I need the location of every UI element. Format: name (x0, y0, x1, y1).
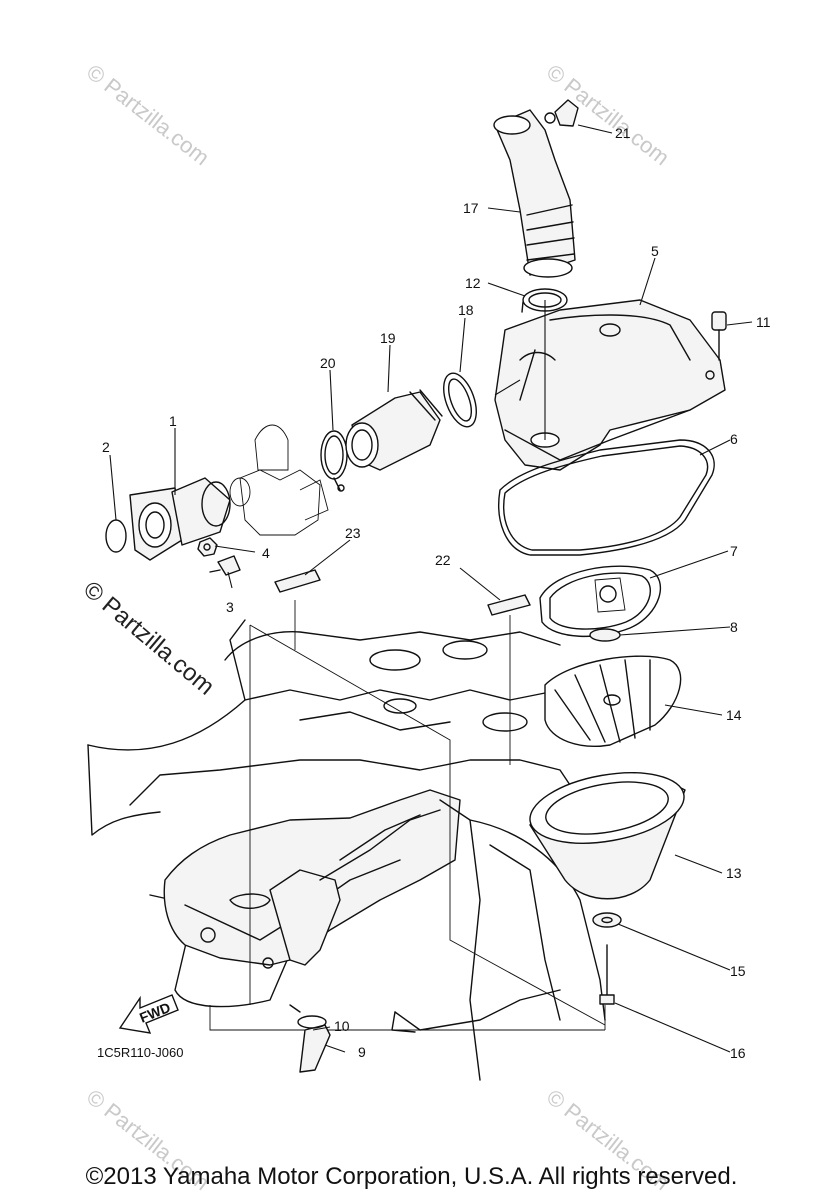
callout-15: 15 (730, 963, 746, 979)
carburetor (229, 424, 329, 536)
reference-lines (209, 600, 606, 1031)
callout-7: 7 (730, 543, 738, 559)
callout-14: 14 (726, 707, 742, 723)
callout-16: 16 (730, 1045, 746, 1061)
cap-21 (544, 99, 579, 127)
o-ring (105, 519, 127, 553)
label-22 (487, 594, 531, 616)
callout-4: 4 (262, 545, 270, 561)
intake-joint (129, 477, 231, 561)
callout-20: 20 (320, 355, 336, 371)
callout-10: 10 (334, 1018, 350, 1034)
watermark-center: © Partzilla.com (78, 576, 219, 701)
bolt-16 (599, 944, 615, 1005)
fwd-arrow: FWD (118, 994, 179, 1034)
clip-10 (289, 1004, 327, 1029)
drain-plug (299, 1024, 331, 1073)
intake-duct (493, 109, 576, 278)
callout-19: 19 (380, 330, 396, 346)
air-cleaner-joint (345, 389, 443, 471)
callout-1: 1 (169, 413, 177, 429)
watermark-top-left: © Partzilla.com (82, 59, 214, 170)
clamp-20 (320, 430, 348, 492)
diagram-code: 1C5R110-J060 (97, 1045, 183, 1060)
callout-22: 22 (435, 552, 451, 568)
bolt (209, 555, 241, 576)
gasket (498, 439, 715, 556)
callout-18: 18 (458, 302, 474, 318)
callout-3: 3 (226, 599, 234, 615)
callout-21: 21 (615, 125, 631, 141)
callout-numbers: 1 2 3 4 5 6 7 8 9 10 11 12 13 14 15 16 1… (102, 125, 771, 1061)
filter-cup (529, 772, 686, 900)
leader-lines (109, 124, 753, 1053)
fwd-label: FWD (137, 999, 173, 1026)
callout-5: 5 (651, 243, 659, 259)
copyright-notice: ©2013 Yamaha Motor Corporation, U.S.A. A… (85, 1163, 738, 1190)
filter-element (539, 565, 661, 637)
callout-6: 6 (730, 431, 738, 447)
washer-15 (592, 912, 622, 928)
element-cage (544, 655, 682, 747)
callout-13: 13 (726, 865, 742, 881)
label-23 (274, 569, 321, 593)
air-filter-case (494, 299, 726, 471)
nut (197, 537, 218, 557)
screw-11 (711, 311, 727, 361)
washer-8 (589, 628, 621, 642)
callout-8: 8 (730, 619, 738, 635)
callout-23: 23 (345, 525, 361, 541)
frame-body (87, 619, 606, 1081)
clamp-18 (443, 372, 477, 428)
callout-9: 9 (358, 1044, 366, 1060)
callout-2: 2 (102, 439, 110, 455)
callout-11: 11 (756, 314, 771, 330)
callout-12: 12 (465, 275, 481, 291)
callout-17: 17 (463, 200, 479, 216)
